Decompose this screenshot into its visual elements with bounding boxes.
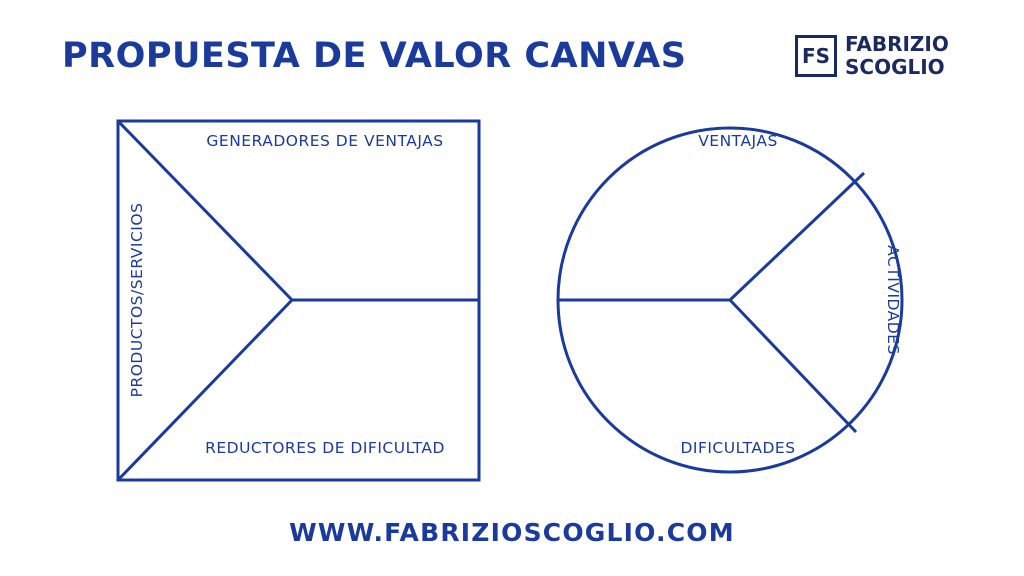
value-map [116,119,481,482]
logo-name: FABRIZIO SCOGLIO [845,33,949,79]
value-map-upper-diagonal [116,119,294,302]
value-map-lower-diagonal [116,298,294,482]
logo-name-line2: SCOGLIO [845,55,945,79]
products-services-label: PRODUCTOS/SERVICIOS [128,203,146,398]
pain-relievers-label: REDUCTORES DE DIFICULTAD [205,439,445,457]
logo-mark: FS [795,35,837,77]
brand-logo: FS FABRIZIO SCOGLIO [795,33,949,79]
customer-profile-upper-spoke [728,171,866,302]
customer-profile [556,126,904,474]
logo-name-line1: FABRIZIO [845,32,949,56]
customer-jobs-label: ACTIVIDADES [884,245,902,355]
gains-label: VENTAJAS [698,132,778,150]
pains-label: DIFICULTADES [680,439,795,457]
customer-profile-lower-spoke [728,298,858,434]
gain-creators-label: GENERADORES DE VENTAJAS [206,132,443,150]
page-title: PROPUESTA DE VALOR CANVAS [62,36,687,76]
website-url[interactable]: WWW.FABRIZIOSCOGLIO.COM [289,518,735,547]
